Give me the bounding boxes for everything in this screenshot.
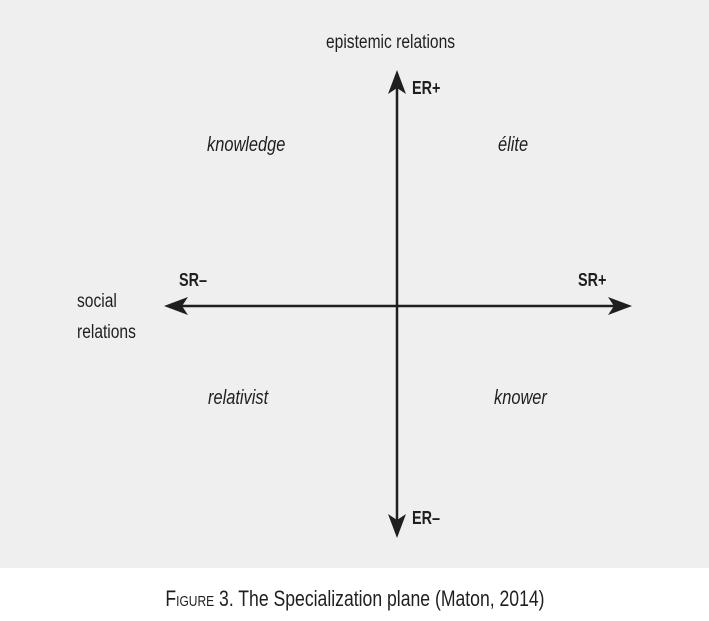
vertical-axis-title: epistemic relations xyxy=(326,32,456,53)
caption-text: 3. The Specialization plane (Maton, 2014… xyxy=(213,586,545,611)
horizontal-axis-title: social relations xyxy=(77,286,136,348)
quadrant-relativist: relativist xyxy=(208,387,269,409)
arrow-left-icon xyxy=(164,297,188,315)
quadrant-knowledge: knowledge xyxy=(207,134,286,156)
axes-graphic xyxy=(164,70,632,538)
sr-plus-label: SR+ xyxy=(578,270,607,290)
quadrant-elite: élite xyxy=(498,134,529,156)
caption-figure-word: Figure xyxy=(164,586,214,611)
er-plus-label: ER+ xyxy=(412,78,441,98)
er-minus-label: ER– xyxy=(412,508,441,528)
quadrant-knower: knower xyxy=(494,387,547,409)
arrow-right-icon xyxy=(608,297,632,315)
arrow-down-icon xyxy=(388,514,406,538)
horizontal-axis-title-line2: relations xyxy=(77,322,136,343)
arrow-up-icon xyxy=(388,70,406,94)
sr-minus-label: SR– xyxy=(179,270,208,290)
horizontal-axis-title-line1: social xyxy=(77,291,117,312)
figure-caption: Figure 3. The Specialization plane (Mato… xyxy=(0,588,709,610)
specialization-plane: epistemic relations ER+ ER– social relat… xyxy=(0,0,709,568)
